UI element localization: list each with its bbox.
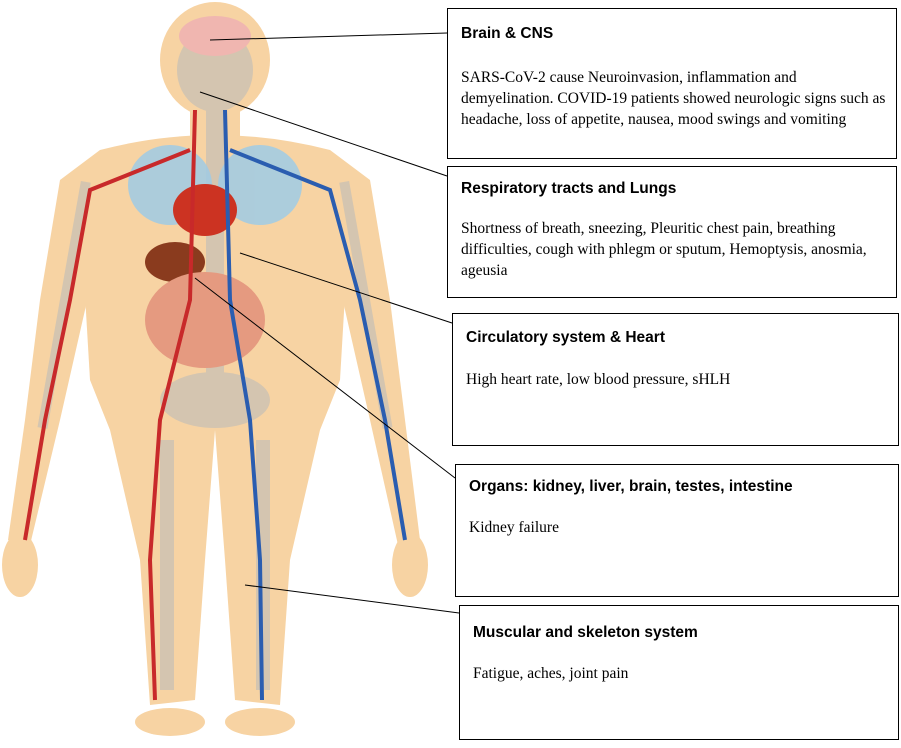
organs-description: Kidney failure [469, 517, 889, 538]
human-body-illustration [0, 0, 430, 748]
respiratory-title: Respiratory tracts and Lungs [461, 180, 676, 198]
circulatory-description: High heart rate, low blood pressure, sHL… [466, 369, 886, 390]
brain [179, 16, 251, 56]
brain-cns-description: SARS-CoV-2 cause Neuroinvasion, inflamma… [461, 67, 891, 130]
organs-box: Organs: kidney, liver, brain, testes, in… [455, 464, 899, 597]
brain-cns-title: Brain & CNS [461, 25, 553, 43]
respiratory-box: Respiratory tracts and Lungs Shortness o… [447, 166, 897, 298]
muscular-description: Fatigue, aches, joint pain [473, 663, 893, 684]
muscular-title: Muscular and skeleton system [473, 624, 698, 642]
respiratory-description: Shortness of breath, sneezing, Pleuritic… [461, 218, 891, 281]
circulatory-title: Circulatory system & Heart [466, 329, 665, 347]
brain-cns-box: Brain & CNS SARS-CoV-2 cause Neuroinvasi… [447, 8, 897, 159]
circulatory-box: Circulatory system & Heart High heart ra… [452, 313, 899, 446]
intestines [145, 272, 265, 368]
muscular-box: Muscular and skeleton system Fatigue, ac… [459, 605, 899, 740]
organs-title: Organs: kidney, liver, brain, testes, in… [469, 478, 793, 496]
